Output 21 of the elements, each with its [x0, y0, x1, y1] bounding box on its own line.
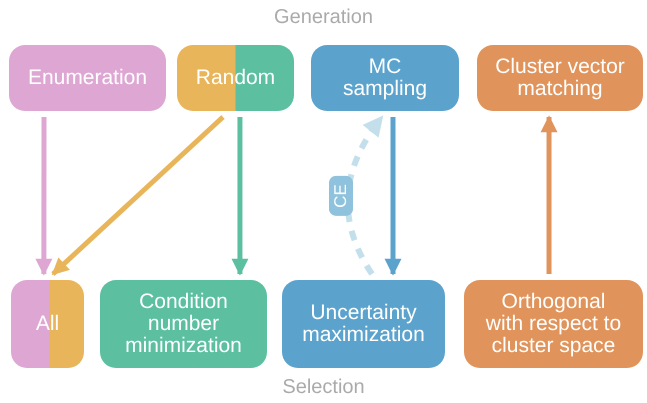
process-box [100, 280, 267, 368]
process-box [282, 280, 445, 368]
process-box [464, 280, 643, 368]
arrow [384, 117, 402, 276]
box-label: Uncertainty maximization [301, 302, 426, 346]
caption: Selection [281, 376, 366, 399]
process-box [311, 45, 459, 111]
arrow [51, 115, 225, 276]
box-label: Enumeration [28, 66, 148, 90]
title: Generation [273, 6, 374, 29]
process-box [477, 45, 643, 111]
edge-label: CE [329, 176, 353, 216]
process-box [9, 45, 166, 111]
arrow [540, 115, 558, 274]
box-label: Cluster vector matching [494, 56, 626, 100]
box-label: Orthogonal with respect to cluster space [484, 290, 622, 358]
process-box [11, 280, 84, 368]
arrow [231, 117, 248, 276]
arrow [35, 117, 52, 276]
box-label: MC sampling [342, 56, 428, 100]
box-label: Condition number minimization [124, 290, 243, 358]
